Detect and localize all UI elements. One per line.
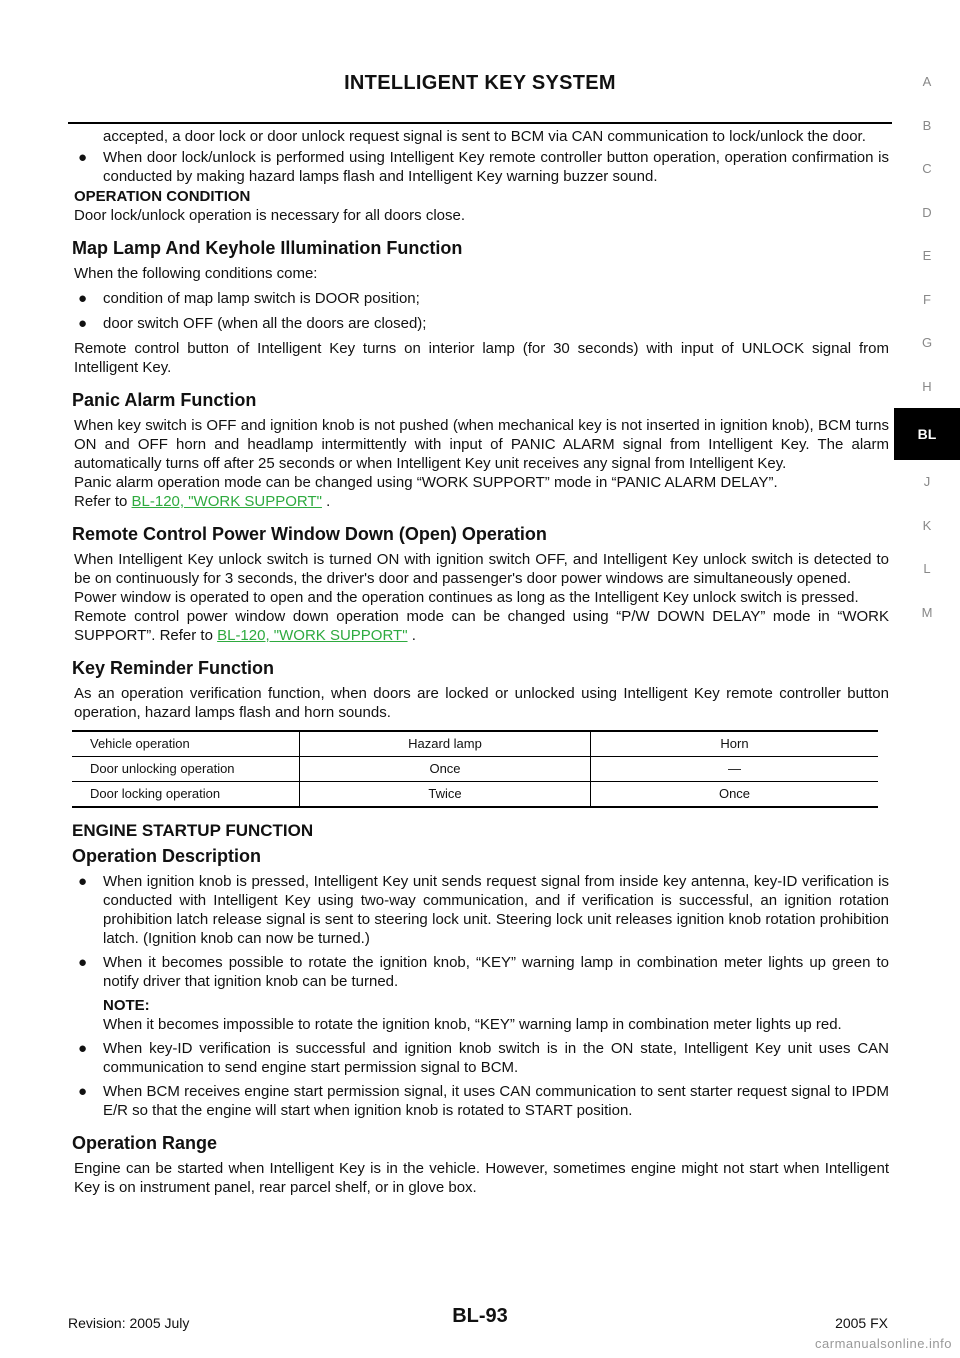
condition-text: Door lock/unlock operation is necessary …	[74, 207, 466, 224]
footer-revision: Revision: 2005 July	[68, 1315, 190, 1331]
map-lamp-heading: Map Lamp And Keyhole Illumination Functi…	[72, 238, 463, 258]
column-header: Hazard lamp	[299, 730, 591, 757]
refer-suffix: .	[407, 627, 416, 644]
note-text: When it becomes impossible to rotate the…	[103, 1016, 842, 1033]
tab-h[interactable]: H	[922, 378, 932, 394]
column-header: Vehicle operation	[72, 730, 300, 757]
list-item: ● When ignition knob is pressed, Intelli…	[74, 872, 889, 948]
operation-range-heading: Operation Range	[72, 1133, 218, 1153]
table-row: Door locking operation Twice Once	[72, 781, 878, 808]
operation-condition: OPERATION CONDITION Door lock/unlock ope…	[74, 187, 889, 225]
table-cell: Twice	[299, 781, 591, 808]
watermark: carmanualsonline.info	[815, 1336, 952, 1351]
bullet-icon: ●	[78, 1083, 88, 1100]
panic-text: When key switch is OFF and ignition knob…	[74, 417, 889, 472]
bullet-icon: ●	[78, 1040, 88, 1057]
tab-m[interactable]: M	[921, 604, 933, 620]
power-window-heading: Remote Control Power Window Down (Open) …	[72, 524, 547, 544]
refer-suffix: .	[321, 493, 331, 510]
panic-mode-text: Panic alarm operation mode can be change…	[74, 474, 778, 491]
engine-startup-heading: ENGINE STARTUP FUNCTION	[72, 821, 314, 840]
list-item: ● condition of map lamp switch is DOOR p…	[74, 289, 889, 308]
operation-description-heading: Operation Description	[72, 846, 262, 866]
tab-l[interactable]: L	[923, 561, 931, 577]
map-lamp-bullet: condition of map lamp switch is DOOR pos…	[103, 290, 420, 307]
power-window-text: Power window is operated to open and the…	[74, 589, 859, 606]
map-lamp-text: Remote control button of Intelligent Key…	[74, 340, 889, 376]
map-lamp-bullet: door switch OFF (when all the doors are …	[103, 315, 427, 332]
bullet-icon: ●	[78, 873, 88, 890]
footer-page-number: BL-93	[452, 1305, 508, 1327]
main-content: accepted, a door lock or door unlock req…	[72, 127, 889, 1197]
intro-continuation: accepted, a door lock or door unlock req…	[103, 128, 866, 145]
header-rule	[68, 122, 892, 124]
power-window-refer: Remote control power window down operati…	[74, 607, 889, 645]
map-lamp-intro: When the following conditions come:	[74, 265, 318, 282]
list-item: ● When door lock/unlock is performed usi…	[74, 148, 889, 186]
tab-j[interactable]: J	[923, 474, 931, 490]
key-reminder-text: As an operation verification function, w…	[74, 685, 889, 721]
table-header-row: Vehicle operation Hazard lamp Horn	[72, 730, 878, 757]
tab-d[interactable]: D	[922, 204, 932, 220]
tab-f[interactable]: F	[923, 291, 931, 307]
tab-bl[interactable]: BL	[894, 408, 960, 460]
engine-bullet: When it becomes possible to rotate the i…	[103, 954, 889, 990]
table-cell: Once	[590, 781, 878, 808]
panic-alarm-heading: Panic Alarm Function	[72, 390, 257, 410]
intro-bullet: When door lock/unlock is performed using…	[103, 149, 889, 185]
list-item: ● When BCM receives engine start permiss…	[74, 1082, 889, 1120]
table-cell: Once	[299, 756, 591, 782]
work-support-link[interactable]: BL-120, "WORK SUPPORT"	[131, 493, 322, 510]
refer-prefix: Remote control power window down operati…	[74, 608, 889, 644]
table-cell: —	[590, 756, 878, 782]
note-heading: NOTE:	[103, 997, 150, 1014]
tab-e[interactable]: E	[922, 248, 932, 264]
list-item: ● door switch OFF (when all the doors ar…	[74, 314, 889, 333]
refer-prefix: Refer to	[74, 493, 132, 510]
tab-a[interactable]: A	[922, 74, 932, 90]
tab-g[interactable]: G	[921, 335, 933, 351]
bullet-icon: ●	[78, 290, 88, 307]
engine-bullet: When key-ID verification is successful a…	[103, 1040, 889, 1076]
condition-heading: OPERATION CONDITION	[74, 188, 251, 205]
panic-refer: Refer to BL-120, "WORK SUPPORT" .	[74, 492, 889, 511]
table-row: Door unlocking operation Once —	[72, 756, 878, 782]
bullet-icon: ●	[78, 315, 88, 332]
column-header: Horn	[590, 730, 878, 757]
list-item: ● When key-ID verification is successful…	[74, 1039, 889, 1077]
operation-range-text: Engine can be started when Intelligent K…	[74, 1160, 889, 1196]
list-item: ● When it becomes possible to rotate the…	[74, 953, 889, 1034]
table-cell: Door unlocking operation	[72, 756, 300, 782]
tab-c[interactable]: C	[922, 161, 932, 177]
key-reminder-table: Vehicle operation Hazard lamp Horn Door …	[72, 730, 878, 808]
work-support-link[interactable]: BL-120, "WORK SUPPORT"	[217, 627, 408, 644]
engine-bullet: When BCM receives engine start permissio…	[103, 1083, 889, 1119]
engine-bullet: When ignition knob is pressed, Intellige…	[103, 873, 889, 947]
footer-model: 2005 FX	[835, 1315, 888, 1331]
bullet-icon: ●	[78, 149, 88, 166]
section-tabs: A B C D E F G H BL J K L M	[894, 60, 960, 634]
tab-k[interactable]: K	[922, 517, 932, 533]
page-header-title: INTELLIGENT KEY SYSTEM	[344, 72, 616, 94]
key-reminder-heading: Key Reminder Function	[72, 658, 275, 678]
table-cell: Door locking operation	[72, 781, 300, 808]
tab-b[interactable]: B	[922, 117, 932, 133]
bullet-icon: ●	[78, 954, 88, 971]
power-window-text: When Intelligent Key unlock switch is tu…	[74, 551, 889, 587]
